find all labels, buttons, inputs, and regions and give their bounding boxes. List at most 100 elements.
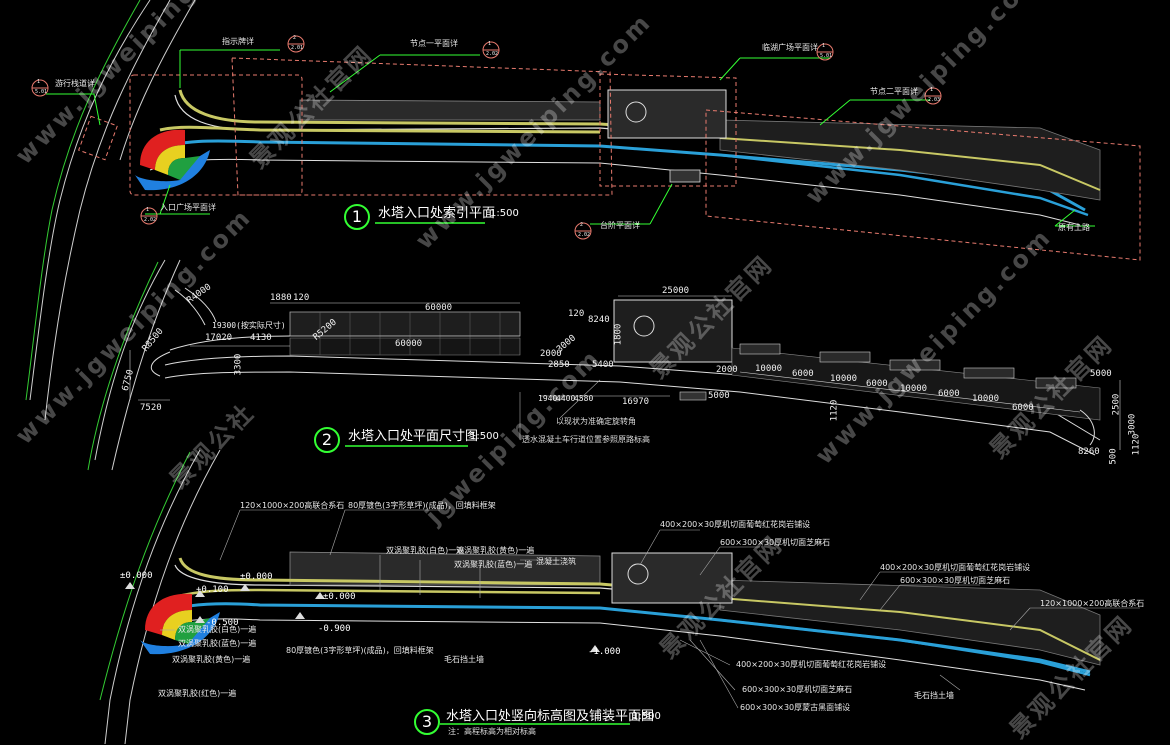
label-dbl-yellow: 双涡聚乳胶(黄色)一遍 <box>456 546 535 555</box>
dim-16970: 16970 <box>622 397 650 407</box>
label-wall-1: 毛石挡土墙 <box>444 655 484 664</box>
plan3-elev-markers <box>125 582 600 652</box>
elev-5: -0.500 <box>206 618 239 628</box>
label-left-red: 双涡聚乳胶(红色)一遍 <box>158 689 237 698</box>
bubble-b-top: 2 <box>293 35 297 41</box>
label-left-blue: 双涡聚乳胶(蓝色)一遍 <box>178 639 257 648</box>
dim-6000d: 6000 <box>1012 403 1034 413</box>
plan3-number: 3 <box>414 709 440 735</box>
dim-6000c: 6000 <box>938 389 960 399</box>
plan3-note: 注：高程标高为相对标高 <box>448 727 536 736</box>
dim-1120: 1120 <box>829 399 840 422</box>
callout-lake: 临湖广场平面详 <box>762 43 818 52</box>
dim-2850: 2850 <box>548 360 570 370</box>
plan3-flowerbed <box>140 593 220 655</box>
dim-3000b: 3000 <box>1127 413 1138 436</box>
plan2-note-1: 以现状为准确定旋转角 <box>556 417 636 426</box>
label-fence-1: 80厚镀色(3字形草坪)(成品)，回填料框架 <box>348 501 496 510</box>
label-left-white: 双涡聚乳胶(白色)一遍 <box>178 625 257 634</box>
elev-3: +0.100 <box>196 585 229 595</box>
plan1-flowerbed <box>135 129 210 191</box>
bubble-e-top: 1 <box>930 87 934 93</box>
plan2-dimension-lines <box>129 295 1121 450</box>
dim-19300: 19300(按实际尺寸) <box>212 321 286 330</box>
label-curb-1: 120×1000×200高联合系石 <box>240 501 345 510</box>
dim-3300: 3300 <box>233 353 244 376</box>
callout-step: 台阶平面详 <box>600 221 640 230</box>
label-curb-2: 120×1000×200高联合系石 <box>1040 599 1145 608</box>
dim-1120b: 1120 <box>1131 433 1142 456</box>
dim-8260: 8260 <box>1078 447 1100 457</box>
dim-60000b: 60000 <box>395 339 423 349</box>
dim-10000d: 10000 <box>972 394 1000 404</box>
dim-10000b: 10000 <box>830 374 858 384</box>
plan2-leaders <box>519 379 601 440</box>
plan1-index-bubbles <box>31 35 942 240</box>
plan3-road <box>159 551 1101 691</box>
external-road-lines <box>29 0 221 744</box>
plan2-number: 2 <box>314 427 340 453</box>
callout-entry: 入口广场平面详 <box>160 203 216 212</box>
dim-60000a: 60000 <box>425 303 453 313</box>
plan1-number: 1 <box>344 204 370 230</box>
dim-120b: 120 <box>568 309 585 319</box>
bubble-d-bot: 5.01 <box>820 53 833 59</box>
callout-sign: 指示牌详 <box>222 37 254 46</box>
bubble-a-top: 1 <box>37 79 41 85</box>
dim-5000a: 5000 <box>708 391 730 401</box>
dim-4580: 4580 <box>574 394 594 403</box>
dim-5400: 5400 <box>592 360 614 370</box>
dim-6000b: 6000 <box>866 379 888 389</box>
callout-trail: 原有土路 <box>1058 223 1090 232</box>
label-tile-2: 600×300×30厚机切面芝麻石 <box>720 538 831 547</box>
plan2-scale: 1:500 <box>470 431 499 442</box>
dim-4130: 4130 <box>250 333 272 343</box>
label-left-yellow: 双涡聚乳胶(黄色)一遍 <box>172 655 251 664</box>
label-tile-4: 600×300×30厚机切面芝麻石 <box>900 576 1011 585</box>
dim-1940: 1940 <box>538 394 558 403</box>
bubble-f-bot: 2.02 <box>144 217 157 223</box>
elev-6: -0.900 <box>318 624 351 634</box>
bubble-f-top: 1 <box>146 207 150 213</box>
label-dbl-white: 双涡聚乳胶(白色)一遍 <box>386 546 465 555</box>
dim-17020: 17020 <box>205 333 233 343</box>
plan1-title: 水塔入口处索引平面 <box>378 206 496 221</box>
label-bottom-2: 600×300×30厚机切面芝麻石 <box>742 685 853 694</box>
dim-2000b: 2000 <box>716 365 738 375</box>
label-fence-2: 80厚镀色(3字形草坪)(成品)，回填料框架 <box>286 646 434 655</box>
elev-1: ±0.000 <box>120 571 153 581</box>
dim-10000a: 10000 <box>755 364 783 374</box>
plan2-note-2: 透水混凝土车行道位置参照原路标高 <box>522 435 650 444</box>
plan3-scale: 1:500 <box>632 711 661 722</box>
label-bottom-3: 600×300×30厚蒙古黑面铺设 <box>740 703 851 712</box>
plan3-leaders <box>160 509 1140 709</box>
bubble-b-bot: 2.01 <box>291 45 304 51</box>
bubble-c-bot: 2.02 <box>486 51 499 57</box>
dim-6000a: 6000 <box>792 369 814 379</box>
bubble-g-bot: 2.02 <box>578 232 591 238</box>
dim-1880: 1880 <box>270 293 292 303</box>
bubble-a-bot: 5.01 <box>35 89 48 95</box>
title-underlines <box>345 222 630 725</box>
label-tile-1: 400×200×30厚机切面葡萄红花岗岩铺设 <box>660 520 811 529</box>
bubble-g-top: 2 <box>580 222 584 228</box>
plan1-dashed-boundaries <box>78 57 1141 261</box>
callout-path: 游行栈道详 <box>55 79 95 88</box>
dim-1800: 1800 <box>613 323 624 346</box>
callout-node1: 节点一平面详 <box>410 39 458 48</box>
bubble-c-top: 1 <box>488 41 492 47</box>
label-tile-3: 400×200×30厚机切面葡萄红花岗岩铺设 <box>880 563 1031 572</box>
callout-node2: 节点二平面详 <box>870 87 918 96</box>
dim-500: 500 <box>1108 448 1119 465</box>
dim-2500: 2500 <box>1111 393 1122 416</box>
dim-10000c: 10000 <box>900 384 928 394</box>
dim-25000: 25000 <box>662 286 690 296</box>
dim-5000b: 5000 <box>1090 369 1112 379</box>
label-wall-2: 毛石挡土墙 <box>914 691 954 700</box>
elev-4: ±0.000 <box>323 592 356 602</box>
dim-7520: 7520 <box>140 403 162 413</box>
plan1-leaders <box>46 49 1095 227</box>
dim-2000: 2000 <box>540 349 562 359</box>
plan1-road <box>149 89 1101 226</box>
label-dbl-blue: 双涡聚乳胶(蓝色)一遍 <box>454 560 533 569</box>
